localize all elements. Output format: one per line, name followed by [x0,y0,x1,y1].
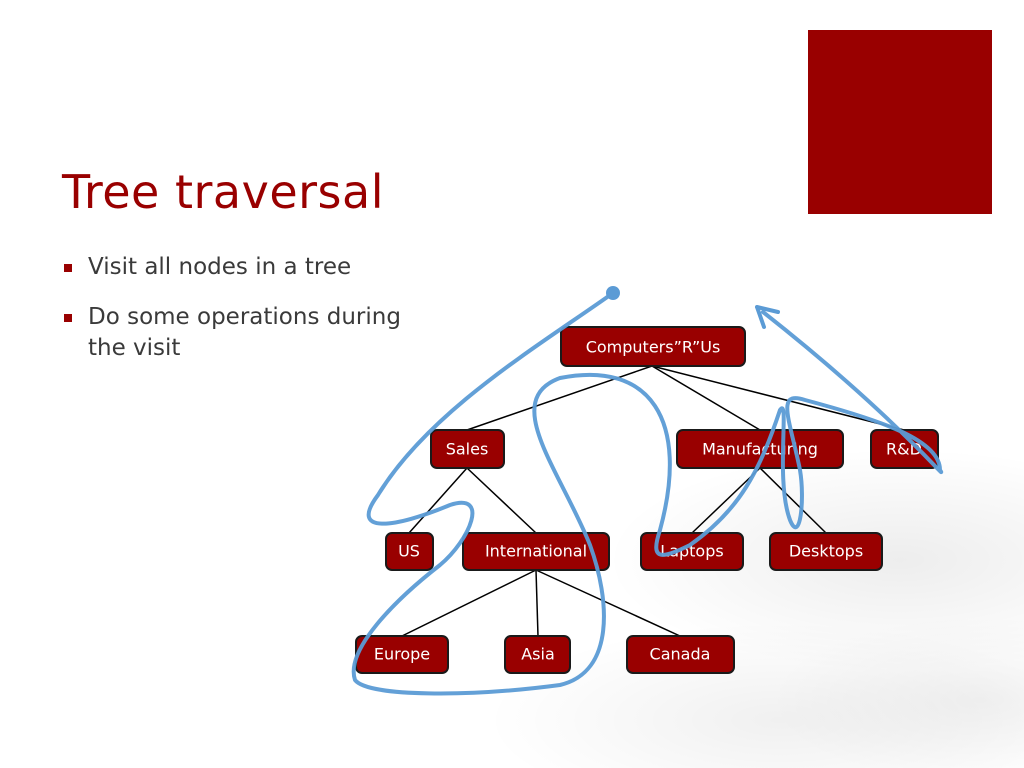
node-us: US [385,532,434,571]
node-canada: Canada [626,635,735,674]
edge-international-asia [535,569,539,637]
svg-text:Asia: Asia [521,645,555,664]
svg-text:Sales: Sales [446,440,489,459]
bullet-list: Visit all nodes in a tree Do some operat… [62,252,402,383]
traversal-path [351,291,944,696]
slide-title: Tree traversal [62,165,384,219]
square-bullet-icon [64,264,72,272]
square-bullet-icon [64,314,72,322]
svg-text:Desktops: Desktops [789,542,863,561]
arrowhead-icon [755,305,780,329]
edge-manufacturing-laptops [691,467,761,534]
svg-text:Canada: Canada [650,645,711,664]
node-laptops: Laptops [640,532,744,571]
node-international: International [462,532,610,571]
edge-root-rd [651,365,905,431]
bullet-item: Do some operations during the visit [62,302,402,364]
node-desktops: Desktops [769,532,883,571]
edge-manufacturing-desktops [759,467,827,534]
edge-international-europe [401,569,537,637]
svg-text:Laptops: Laptops [660,542,723,561]
edge-root-manufacturing [651,365,761,431]
bullet-item: Visit all nodes in a tree [62,252,402,283]
edge-international-canada [535,569,681,637]
node-sales: Sales [430,429,505,469]
svg-text:US: US [398,542,420,561]
tree-edges [401,365,905,637]
accent-block [808,30,992,214]
bullet-text: Do some operations during the visit [88,304,401,361]
svg-text:Europe: Europe [374,645,430,664]
svg-text:International: International [485,542,587,561]
edge-root-sales [466,365,653,431]
svg-text:Manufacturing: Manufacturing [702,440,818,459]
edge-sales-us [408,467,468,534]
node-manufacturing: Manufacturing [676,429,844,469]
svg-text:Computers”R”Us: Computers”R”Us [586,338,721,357]
bullet-text: Visit all nodes in a tree [88,254,352,280]
dot-icon [606,286,620,300]
edge-sales-international [466,467,537,534]
node-computers-r-us: Computers”R”Us [560,326,746,367]
node-europe: Europe [355,635,449,674]
node-asia: Asia [504,635,571,674]
